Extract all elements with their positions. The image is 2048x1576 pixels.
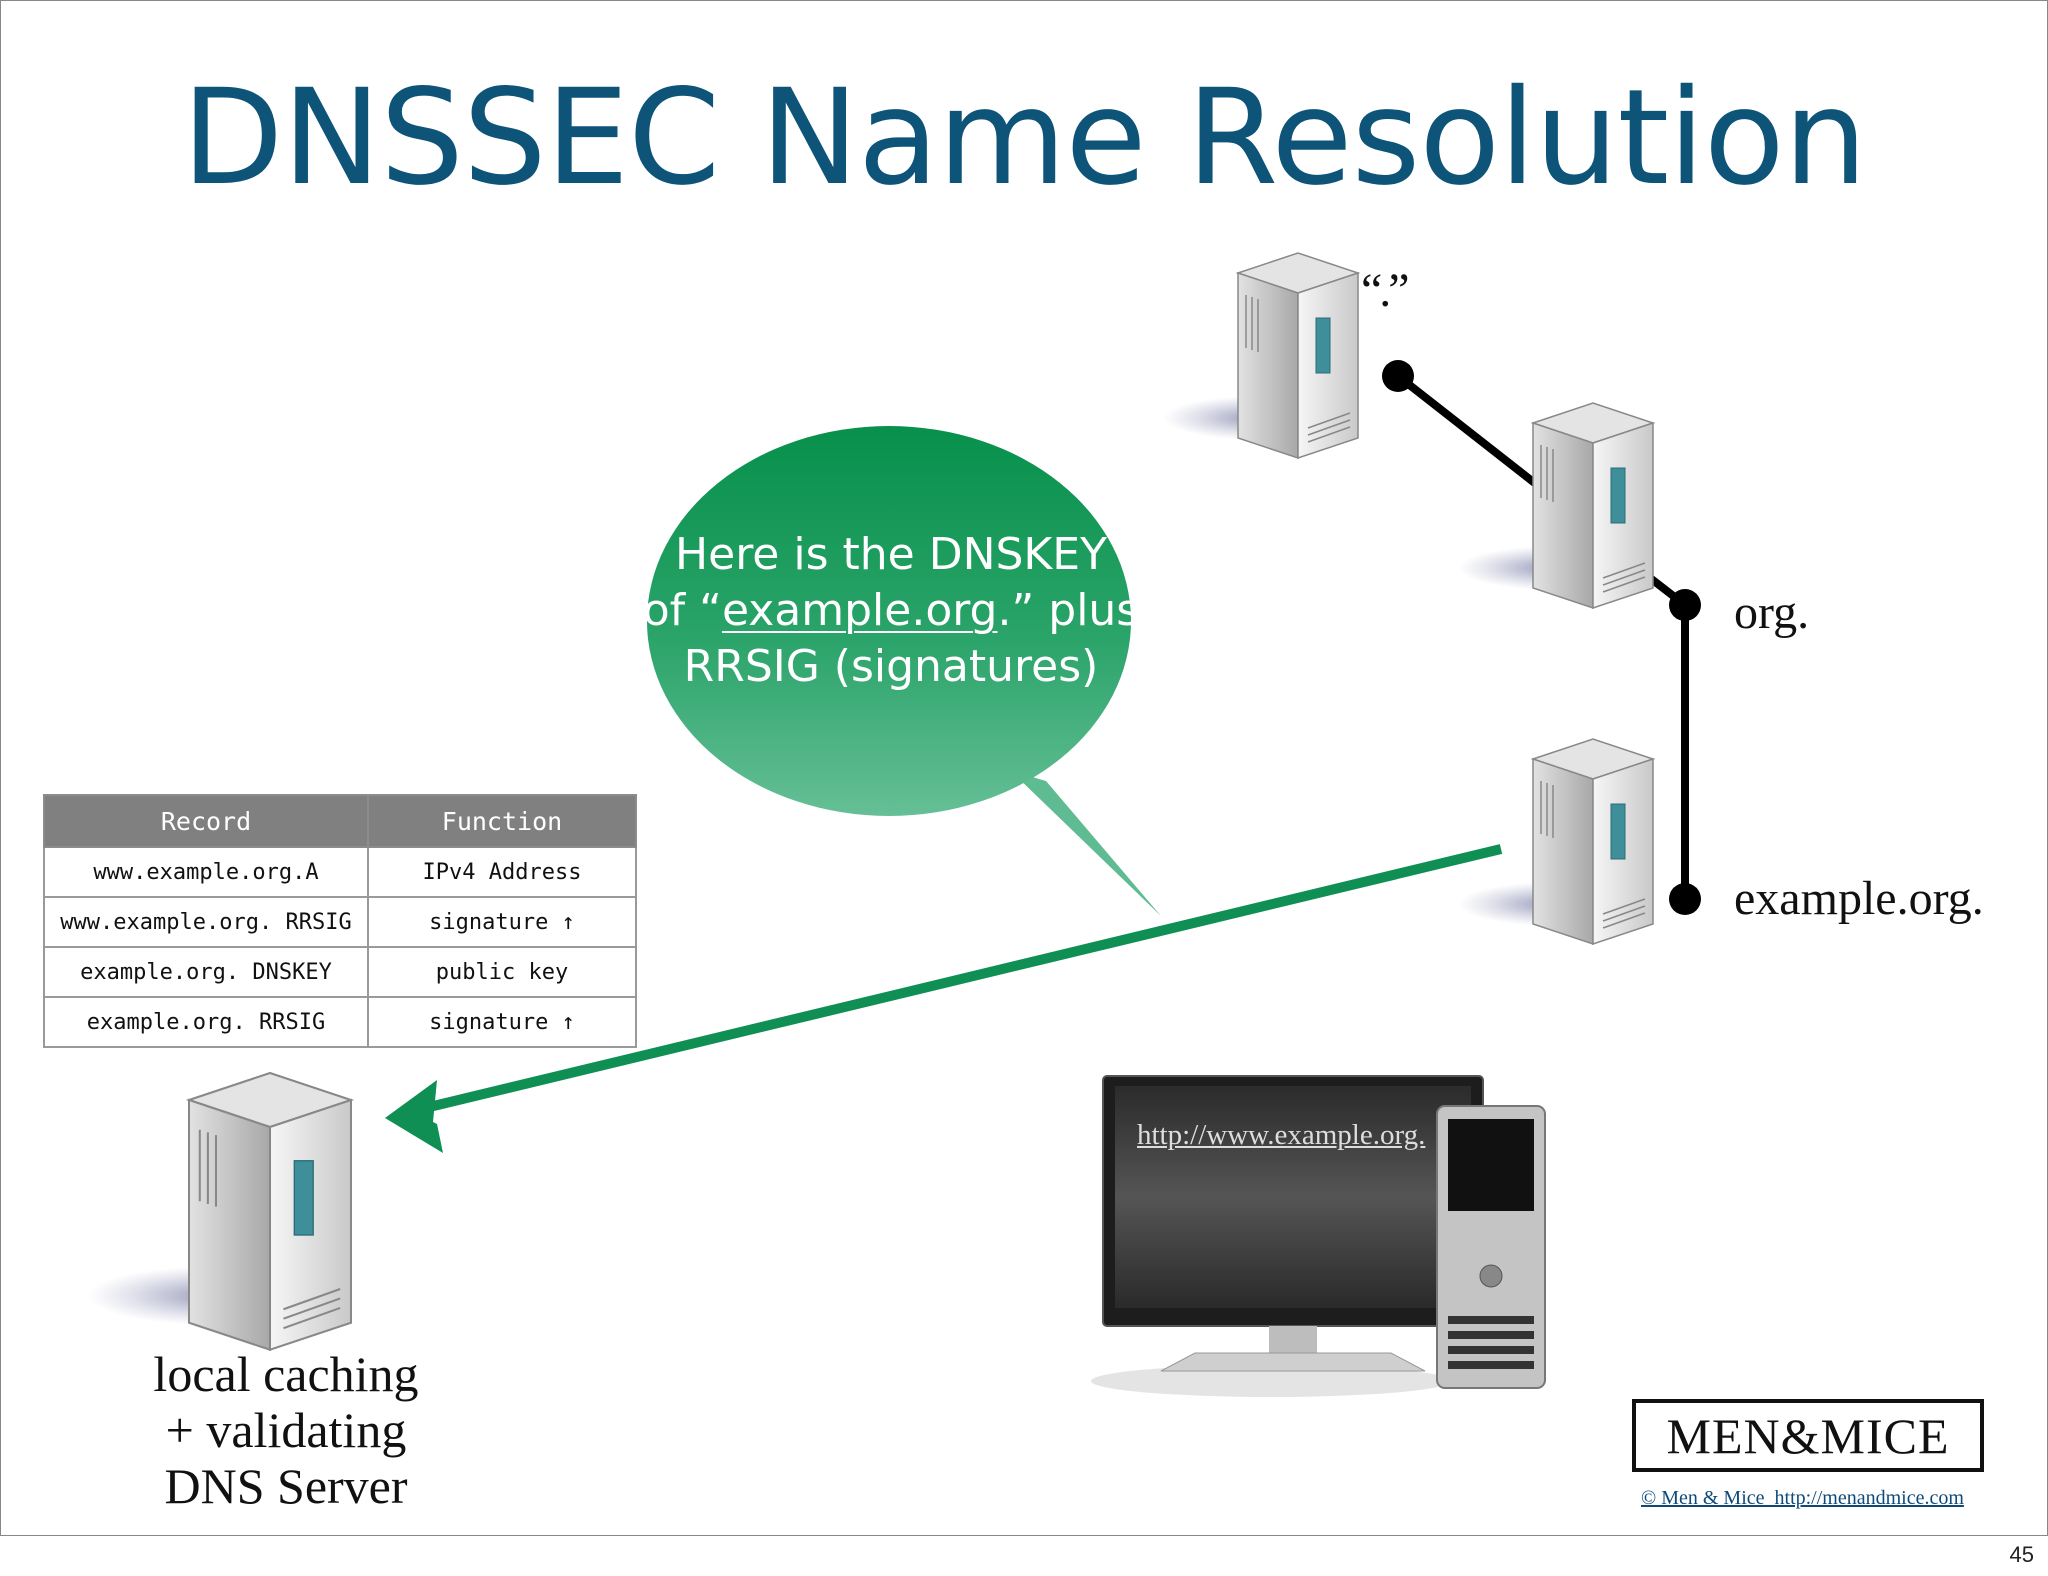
browser-url-link[interactable]: http://www.example.org. — [1137, 1119, 1426, 1151]
table-row: example.org. DNSKEY public key — [43, 946, 637, 998]
root-zone-label: “.” — [1361, 264, 1410, 317]
org-node-dot — [1669, 589, 1701, 621]
table-row: www.example.org. RRSIG signature ↑ — [43, 896, 637, 948]
record-cell: example.org. RRSIG — [43, 996, 369, 1048]
record-cell: www.example.org.A — [43, 846, 369, 898]
function-cell: public key — [367, 946, 637, 998]
record-table: Record Function www.example.org.A IPv4 A… — [43, 794, 637, 1048]
slide-title: DNSSEC Name Resolution — [181, 61, 1868, 215]
hierarchy-lines — [1382, 360, 1701, 915]
caching-label-line-3: DNS Server — [164, 1458, 408, 1514]
slide: DNSSEC Name Resolution — [0, 0, 2048, 1536]
page-number: 45 — [2009, 1542, 2034, 1567]
caching-label-line-1: local caching — [153, 1346, 419, 1402]
dns-diagram — [86, 252, 1701, 1397]
root-node-dot — [1382, 360, 1414, 392]
caching-server-icon — [86, 1071, 353, 1351]
function-cell: signature ↑ — [367, 996, 637, 1048]
column-header-function: Function — [367, 794, 637, 848]
bubble-message: Here is the DNSKEY of “example.org.” plu… — [641, 527, 1141, 695]
caching-label-line-2: + validating — [165, 1402, 407, 1458]
response-arrow — [385, 844, 1503, 1153]
bubble-line-2-pre: of “ — [642, 585, 722, 636]
root-org-link — [1395, 372, 1544, 492]
table-row: example.org. RRSIG signature ↑ — [43, 996, 637, 1048]
bubble-line-2-post: .” plus — [997, 585, 1140, 636]
bubble-domain-link[interactable]: example.org — [721, 585, 998, 636]
example-org-zone-label: example.org. — [1734, 872, 1984, 925]
root-server-icon — [1162, 252, 1359, 459]
org-zone-label: org. — [1734, 586, 1810, 639]
bubble-line-3: RRSIG (signatures) — [683, 641, 1099, 692]
menandmice-logo: MEN&MICE — [1632, 1399, 1984, 1472]
table-row: www.example.org.A IPv4 Address — [43, 846, 637, 898]
table-header-row: Record Function — [43, 794, 637, 848]
speech-bubble — [647, 426, 1161, 916]
workstation-icon — [1091, 1075, 1546, 1397]
caching-server-label: local caching + validating DNS Server — [121, 1346, 451, 1514]
example-org-server-icon — [1457, 738, 1654, 945]
example-node-dot — [1669, 883, 1701, 915]
function-cell: signature ↑ — [367, 896, 637, 948]
column-header-record: Record — [43, 794, 369, 848]
record-cell: example.org. DNSKEY — [43, 946, 369, 998]
bubble-line-1: Here is the DNSKEY — [675, 529, 1107, 580]
record-cell: www.example.org. RRSIG — [43, 896, 369, 948]
function-cell: IPv4 Address — [367, 846, 637, 898]
org-server-icon — [1457, 402, 1654, 609]
copyright-link[interactable]: © Men & Mice http://menandmice.com — [1641, 1487, 1964, 1509]
bubble-line-2: of “example.org.” plus — [641, 583, 1141, 639]
